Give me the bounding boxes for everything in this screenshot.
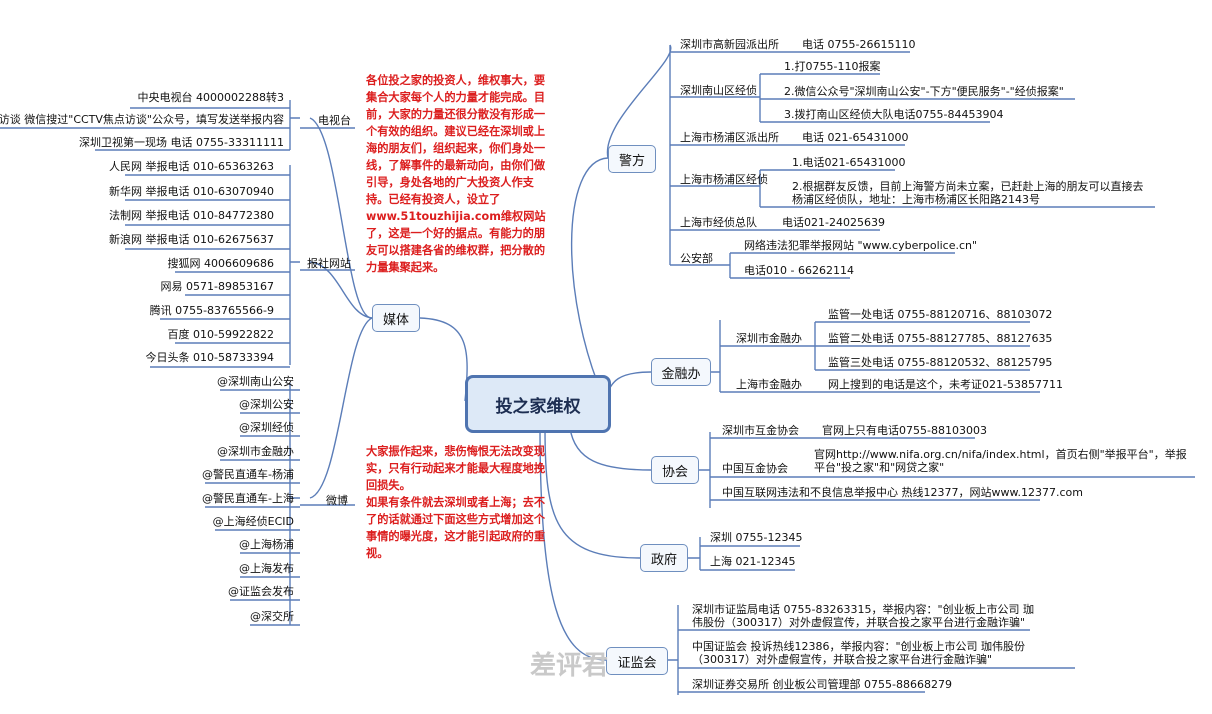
assoc-item: 中国互联网违法和不良信息举报中心 热线12377，网站www.12377.com bbox=[722, 486, 1083, 499]
tv-branch-label[interactable]: 电视台 bbox=[318, 114, 351, 127]
media-node[interactable]: 媒体 bbox=[372, 304, 420, 332]
weibo-item: @深圳市金融办 bbox=[217, 445, 294, 458]
watermark-text: 差评君 bbox=[530, 651, 609, 681]
police-group-label[interactable]: 上海市杨浦区经侦 bbox=[680, 173, 768, 186]
police-group-label[interactable]: 深圳市高新园派出所 bbox=[680, 38, 779, 51]
csrc-item: 中国证监会 投诉热线12386，举报内容："创业板上市公司 珈伟股份（30031… bbox=[692, 640, 1026, 666]
tv-item: 中央电视台 4000002288转3 bbox=[137, 91, 284, 104]
finance-item: 监管三处电话 0755-88120532、88125795 bbox=[828, 356, 1053, 369]
police-item: 2.微信公众号"深圳南山公安"-下方"便民服务"-"经侦报案" bbox=[784, 85, 1064, 98]
weibo-item: @上海杨浦 bbox=[239, 538, 294, 551]
police-item: 电话021-24025639 bbox=[782, 216, 885, 229]
gov-item: 深圳 0755-12345 bbox=[710, 531, 803, 544]
police-group-label[interactable]: 上海市经侦总队 bbox=[680, 216, 757, 229]
tv-item: 深圳卫视第一现场 电话 0755-33311111 bbox=[79, 136, 284, 149]
association-node[interactable]: 协会 bbox=[651, 456, 699, 484]
finance-office-node[interactable]: 金融办 bbox=[651, 358, 711, 386]
finance-item: 网上搜到的电话是这个，未考证021-53857711 bbox=[828, 378, 1063, 391]
csrc-node[interactable]: 证监会 bbox=[606, 647, 668, 675]
news-item: 新华网 举报电话 010-63070940 bbox=[109, 185, 274, 198]
news-branch-label[interactable]: 报社网站 bbox=[307, 257, 351, 270]
police-group-label[interactable]: 公安部 bbox=[680, 252, 713, 265]
weibo-item: @上海经侦ECID bbox=[212, 515, 294, 528]
news-item: 今日头条 010-58733394 bbox=[145, 351, 274, 364]
assoc-group-label[interactable]: 中国互金协会 bbox=[722, 462, 788, 475]
weibo-item: @深圳经侦 bbox=[239, 421, 294, 434]
news-item: 人民网 举报电话 010-65363263 bbox=[109, 160, 274, 173]
tv-item: 焦点访谈 微信搜过"CCTV焦点访谈"公众号，填写发送举报内容 bbox=[0, 113, 284, 126]
finance-group-label[interactable]: 深圳市金融办 bbox=[736, 332, 802, 345]
police-item: 电话 021-65431000 bbox=[802, 131, 909, 144]
weibo-item: @上海发布 bbox=[239, 562, 294, 575]
police-item: 电话 0755-26615110 bbox=[802, 38, 916, 51]
finance-group-label[interactable]: 上海市金融办 bbox=[736, 378, 802, 391]
news-item: 新浪网 举报电话 010-62675637 bbox=[109, 233, 274, 246]
weibo-item: @警民直通车-上海 bbox=[202, 492, 294, 505]
government-node[interactable]: 政府 bbox=[640, 544, 688, 572]
assoc-group-label[interactable]: 深圳市互金协会 bbox=[722, 424, 799, 437]
police-item: 1.电话021-65431000 bbox=[792, 156, 906, 169]
note-act: 大家振作起来，悲伤悔恨无法改变现实，只有行动起来才能最大程度地挽回损失。 如果有… bbox=[366, 445, 546, 560]
police-group-label[interactable]: 上海市杨浦区派出所 bbox=[680, 131, 779, 144]
finance-item: 监管一处电话 0755-88120716、88103072 bbox=[828, 308, 1053, 321]
gov-item: 上海 021-12345 bbox=[710, 555, 796, 568]
weibo-item: @证监会发布 bbox=[228, 585, 294, 598]
weibo-item: @警民直通车-杨浦 bbox=[202, 468, 294, 481]
assoc-item: 官网上只有电话0755-88103003 bbox=[822, 424, 987, 437]
weibo-item: @深圳公安 bbox=[239, 398, 294, 411]
assoc-item: 官网http://www.nifa.org.cn/nifa/index.html… bbox=[814, 448, 1187, 474]
finance-item: 监管二处电话 0755-88127785、88127635 bbox=[828, 332, 1053, 345]
police-group-label[interactable]: 深圳南山区经侦 bbox=[680, 84, 757, 97]
weibo-branch-label[interactable]: 微博 bbox=[326, 494, 348, 507]
news-item: 法制网 举报电话 010-84772380 bbox=[109, 209, 274, 222]
csrc-item: 深圳市证监局电话 0755-83263315，举报内容："创业板上市公司 珈伟股… bbox=[692, 603, 1035, 629]
police-item: 2.根据群友反馈，目前上海警方尚未立案，已赶赴上海的朋友可以直接去杨浦区经侦队，… bbox=[792, 180, 1144, 206]
police-item: 网络违法犯罪举报网站 "www.cyberpolice.cn" bbox=[744, 239, 978, 252]
news-item: 搜狐网 4006609686 bbox=[167, 257, 274, 270]
note-organize: 各位投之家的投资人，维权事大，要集合大家每个人的力量才能完成。目前，大家的力量还… bbox=[366, 74, 546, 274]
police-item: 电话010 - 66262114 bbox=[744, 264, 854, 277]
news-item: 腾讯 0755-83765566-9 bbox=[149, 304, 274, 317]
csrc-item: 深圳证券交易所 创业板公司管理部 0755-88668279 bbox=[692, 678, 952, 691]
weibo-item: @深交所 bbox=[250, 610, 294, 623]
weibo-item: @深圳南山公安 bbox=[217, 375, 294, 388]
police-node[interactable]: 警方 bbox=[608, 145, 656, 173]
news-item: 百度 010-59922822 bbox=[167, 328, 274, 341]
police-item: 3.拨打南山区经侦大队电话0755-84453904 bbox=[784, 108, 1004, 121]
police-item: 1.打0755-110报案 bbox=[784, 60, 881, 73]
news-item: 网易 0571-89853167 bbox=[160, 280, 274, 293]
central-topic[interactable]: 投之家维权 bbox=[465, 375, 611, 433]
